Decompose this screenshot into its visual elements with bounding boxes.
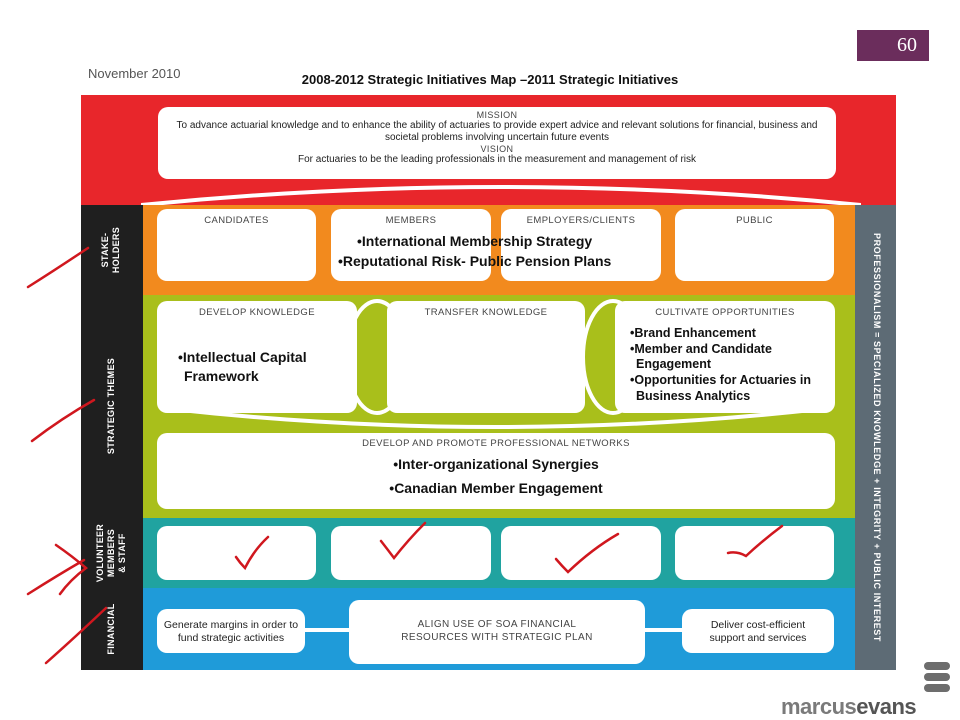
stakeholders-sidebar (81, 205, 143, 295)
knowledge-rings (345, 299, 645, 415)
themes-arc (171, 407, 821, 429)
candidates-label: CANDIDATES (204, 215, 269, 226)
volunteer-box-1 (157, 526, 316, 580)
vision-text: For actuaries to be the leading professi… (298, 154, 696, 165)
cultivate-opportunities-label: CULTIVATE OPPORTUNITIES (655, 307, 795, 318)
page-title: 2008-2012 Strategic Initiatives Map –201… (301, 72, 679, 87)
employers-box: EMPLOYERS/CLIENTS (501, 209, 661, 281)
vision-label: VISION (480, 144, 514, 154)
cultivate-item-3: Engagement (636, 357, 712, 371)
strategy-map: MISSION To advance actuarial knowledge a… (81, 95, 896, 670)
develop-item-1: •Intellectual Capital (178, 349, 307, 365)
financial-right-box: Deliver cost-efficient support and servi… (682, 609, 834, 653)
public-box: PUBLIC (675, 209, 834, 281)
financial-center-box: ALIGN USE OF SOA FINANCIAL RESOURCES WIT… (349, 600, 645, 664)
professionalism-bar (855, 205, 896, 670)
cultivate-opportunities-box: CULTIVATE OPPORTUNITIES (615, 301, 835, 413)
date-label: November 2010 (88, 66, 181, 81)
logo-part-2: evans (856, 694, 917, 719)
employers-label: EMPLOYERS/CLIENTS (526, 215, 636, 226)
cultivate-item-5: Business Analytics (636, 389, 751, 403)
page-number: 60 (857, 30, 929, 61)
mission-arc (141, 185, 861, 207)
networks-item-2: •Canadian Member Engagement (389, 480, 603, 496)
volunteer-box-3 (501, 526, 661, 580)
mission-text: To advance actuarial knowledge and to en… (176, 120, 818, 143)
candidates-box: CANDIDATES (157, 209, 316, 281)
members-box: MEMBERS (331, 209, 491, 281)
logo-part-1: marcus (781, 694, 857, 719)
cultivate-item-2: •Member and Candidate (630, 342, 772, 356)
volunteer-box-2 (331, 526, 491, 580)
financial-left-box: Generate margins in order to fund strate… (157, 609, 305, 653)
mission-box: MISSION To advance actuarial knowledge a… (158, 107, 836, 179)
networks-item-1: •Inter-organizational Synergies (393, 456, 599, 472)
transfer-knowledge-label: TRANSFER KNOWLEDGE (424, 307, 548, 318)
logo-wordmark: marcusevans (781, 694, 917, 720)
transfer-knowledge-box: TRANSFER KNOWLEDGE (387, 301, 585, 413)
develop-knowledge-label: DEVELOP KNOWLEDGE (199, 307, 315, 318)
themes-sidebar (81, 295, 143, 518)
develop-knowledge-box: DEVELOP KNOWLEDGE (157, 301, 357, 413)
stakeholder-initiative-2: •Reputational Risk- Public Pension Plans (338, 253, 612, 269)
networks-label: DEVELOP AND PROMOTE PROFESSIONAL NETWORK… (362, 438, 630, 449)
logo-icon (924, 662, 950, 692)
mission-label: MISSION (476, 110, 518, 120)
members-label: MEMBERS (385, 215, 437, 226)
financial-sidebar (81, 588, 143, 670)
stakeholder-initiative-1: •International Membership Strategy (357, 233, 593, 249)
networks-box: DEVELOP AND PROMOTE PROFESSIONAL NETWORK… (157, 433, 835, 509)
develop-item-2: Framework (184, 368, 259, 384)
cultivate-item-1: •Brand Enhancement (630, 326, 756, 340)
cultivate-item-4: •Opportunities for Actuaries in (630, 373, 812, 387)
public-label: PUBLIC (736, 215, 773, 226)
volunteer-box-4 (675, 526, 834, 580)
volunteer-sidebar (81, 518, 143, 588)
